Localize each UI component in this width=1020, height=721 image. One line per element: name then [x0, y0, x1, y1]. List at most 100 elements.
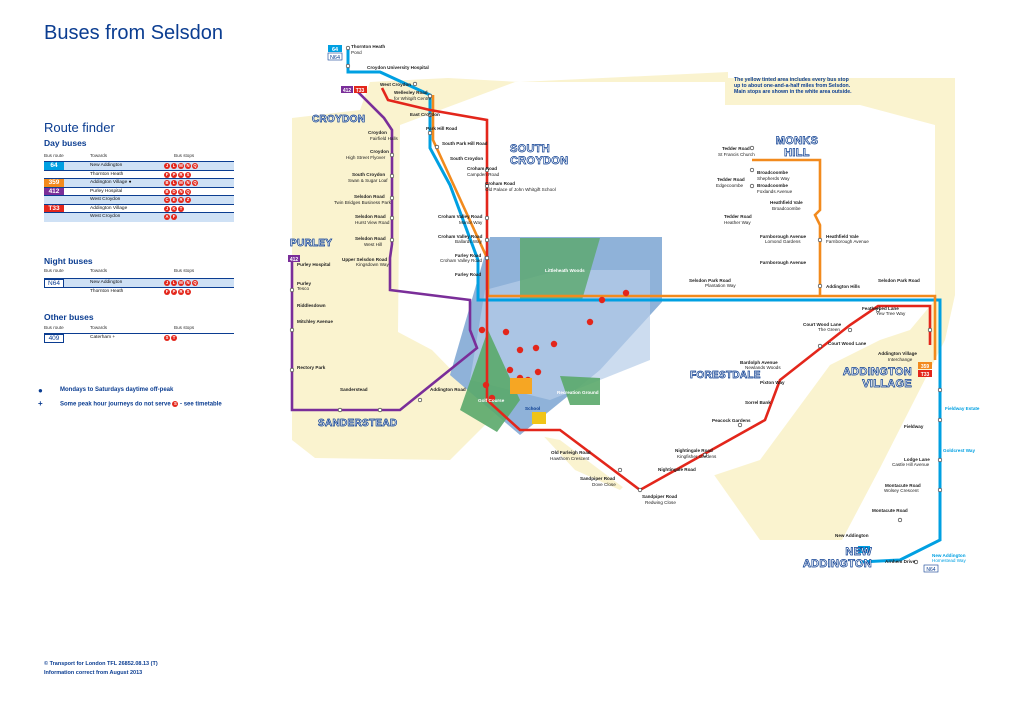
stop-marker[interactable]: R — [178, 171, 184, 178]
stop-marker[interactable]: Q — [185, 188, 191, 195]
label-broadcoombe-3: Broadcoombe — [772, 206, 801, 211]
stop-marker[interactable]: Q — [192, 163, 198, 169]
stop-marker[interactable]: R — [178, 197, 184, 203]
map-badge-412-purley — [288, 255, 300, 262]
stop-marker[interactable]: S — [185, 288, 191, 295]
yellow-area-note: The yellow tinted area includes every bu… — [734, 77, 852, 95]
stop-marker[interactable]: Q — [192, 180, 198, 186]
label-hawthorn: Hawthorn Crescent — [550, 456, 590, 461]
stop-marker[interactable]: K — [171, 205, 177, 212]
legend-dot-text: Mondays to Saturdays daytime off-peak — [60, 387, 174, 393]
label-newlands: Newlands Woods — [745, 365, 781, 370]
col-stops-night: Bus stops — [174, 268, 195, 273]
label-peacock: Peacock Gardens — [712, 418, 751, 423]
stop-marker[interactable]: L — [171, 180, 177, 186]
stop-marker[interactable]: L — [171, 280, 177, 286]
stop-marker[interactable]: F — [171, 214, 177, 220]
stop-marker[interactable]: P — [171, 288, 177, 295]
stop-marker[interactable]: M — [178, 180, 184, 186]
stop-marker[interactable]: T — [178, 205, 184, 212]
col-towards: Towards — [90, 153, 108, 158]
selsdon-stop-letters[interactable] — [478, 289, 630, 402]
stop-marker[interactable]: F — [164, 171, 170, 178]
stop-marker[interactable]: E — [171, 197, 177, 203]
label-park-hill: Park Hill Road — [426, 126, 457, 131]
label-croham-road-2: Croham Road — [485, 181, 515, 186]
label-foxlands: Foxlands Avenue — [757, 189, 793, 194]
stop-marker[interactable]: N — [178, 188, 184, 195]
col-stops: Bus stops — [174, 153, 195, 158]
svg-text:N64: N64 — [926, 567, 935, 573]
label-selsdon-road-3: Selsdon Road — [355, 236, 386, 241]
label-littleheath: Littleheath Woods — [545, 268, 585, 273]
area-croydon: CROYDON — [312, 114, 366, 126]
label-broadcoombe: Broadcoombe — [757, 170, 788, 175]
route-badge[interactable]: T33 — [44, 204, 64, 213]
label-heathfield-vale: Heathfield Vale — [770, 200, 803, 205]
label-old-palace: Old Palace of John Whitgift School — [485, 187, 556, 192]
label-tedder-road: Tedder Road — [722, 146, 750, 151]
route-badge[interactable]: 412 — [44, 187, 64, 196]
label-wolsey: Wolsey Crescent — [884, 488, 919, 493]
stop-marker[interactable]: J — [164, 205, 170, 212]
label-featherbed: Featherbed Lane — [862, 306, 899, 311]
stop-marker[interactable]: B — [164, 188, 170, 195]
stop-marker[interactable]: Z — [185, 197, 191, 203]
stop-marker[interactable]: N — [185, 280, 191, 286]
svg-text:T33: T33 — [921, 372, 930, 378]
label-redwing: Redwing Close — [645, 500, 676, 505]
stop-marker[interactable]: N — [185, 163, 191, 169]
stop-marker[interactable]: P — [171, 171, 177, 178]
stop-marker[interactable]: M — [178, 163, 184, 169]
stop-marker[interactable]: F — [164, 288, 170, 295]
label-croydon-fh: Croydon — [368, 130, 387, 135]
label-manor-way: Manor Way — [459, 220, 483, 225]
route-badge[interactable]: 359 — [44, 179, 64, 188]
label-nightingale-2: Nightingale Road — [658, 467, 696, 472]
label-addington-village: Addington Village — [878, 351, 917, 356]
stop-marker[interactable]: M — [178, 280, 184, 286]
stop-marker[interactable]: D — [171, 188, 177, 195]
label-farnborough-3: Farnborough Avenue — [760, 260, 807, 265]
label-twin-bridges: Twin Bridges Business Park — [334, 200, 392, 205]
stop-marker[interactable]: Q — [192, 280, 198, 286]
night-buses-heading: Night buses — [44, 256, 93, 266]
towards-text: New Addington — [90, 280, 123, 285]
label-homestead: Homestead Way — [932, 558, 966, 563]
stop-marker[interactable]: N — [185, 180, 191, 186]
recreation-ground — [560, 376, 600, 405]
label-recreation: Recreation Ground — [557, 390, 599, 395]
stop-marker[interactable]: J — [164, 280, 170, 286]
towards-text: West Croydon — [90, 214, 121, 219]
towards-text: Addington Village — [90, 205, 128, 211]
stop-marker[interactable]: R — [178, 288, 184, 295]
stop-marker[interactable]: J — [164, 163, 170, 169]
label-south-croydon: South Croydon — [450, 156, 483, 161]
route-badge[interactable]: 409 — [44, 334, 64, 343]
towards-text: Thornton Heath — [90, 288, 124, 294]
svg-text:359: 359 — [921, 364, 930, 370]
map-badge-t33-av — [918, 370, 932, 377]
stop-marker[interactable]: L — [171, 163, 177, 169]
label-rectory-park: Rectory Park — [297, 365, 326, 370]
stop-marker[interactable]: A — [164, 214, 170, 220]
label-croham-valley-3: Croham Valley Road — [440, 258, 482, 263]
route-badge[interactable]: 64 — [44, 162, 64, 171]
stop-marker[interactable]: B — [164, 180, 170, 186]
stop-marker[interactable]: C — [164, 197, 170, 203]
stop-marker[interactable]: S — [185, 171, 191, 178]
label-fieldway-estate: Fieldway Estate — [945, 406, 980, 411]
stop-marker[interactable]: S — [164, 335, 170, 341]
stop-marker[interactable]: T — [171, 335, 177, 341]
label-court-wood: Court Wood Lane — [803, 322, 842, 327]
map-badge-n64-na — [923, 564, 939, 573]
